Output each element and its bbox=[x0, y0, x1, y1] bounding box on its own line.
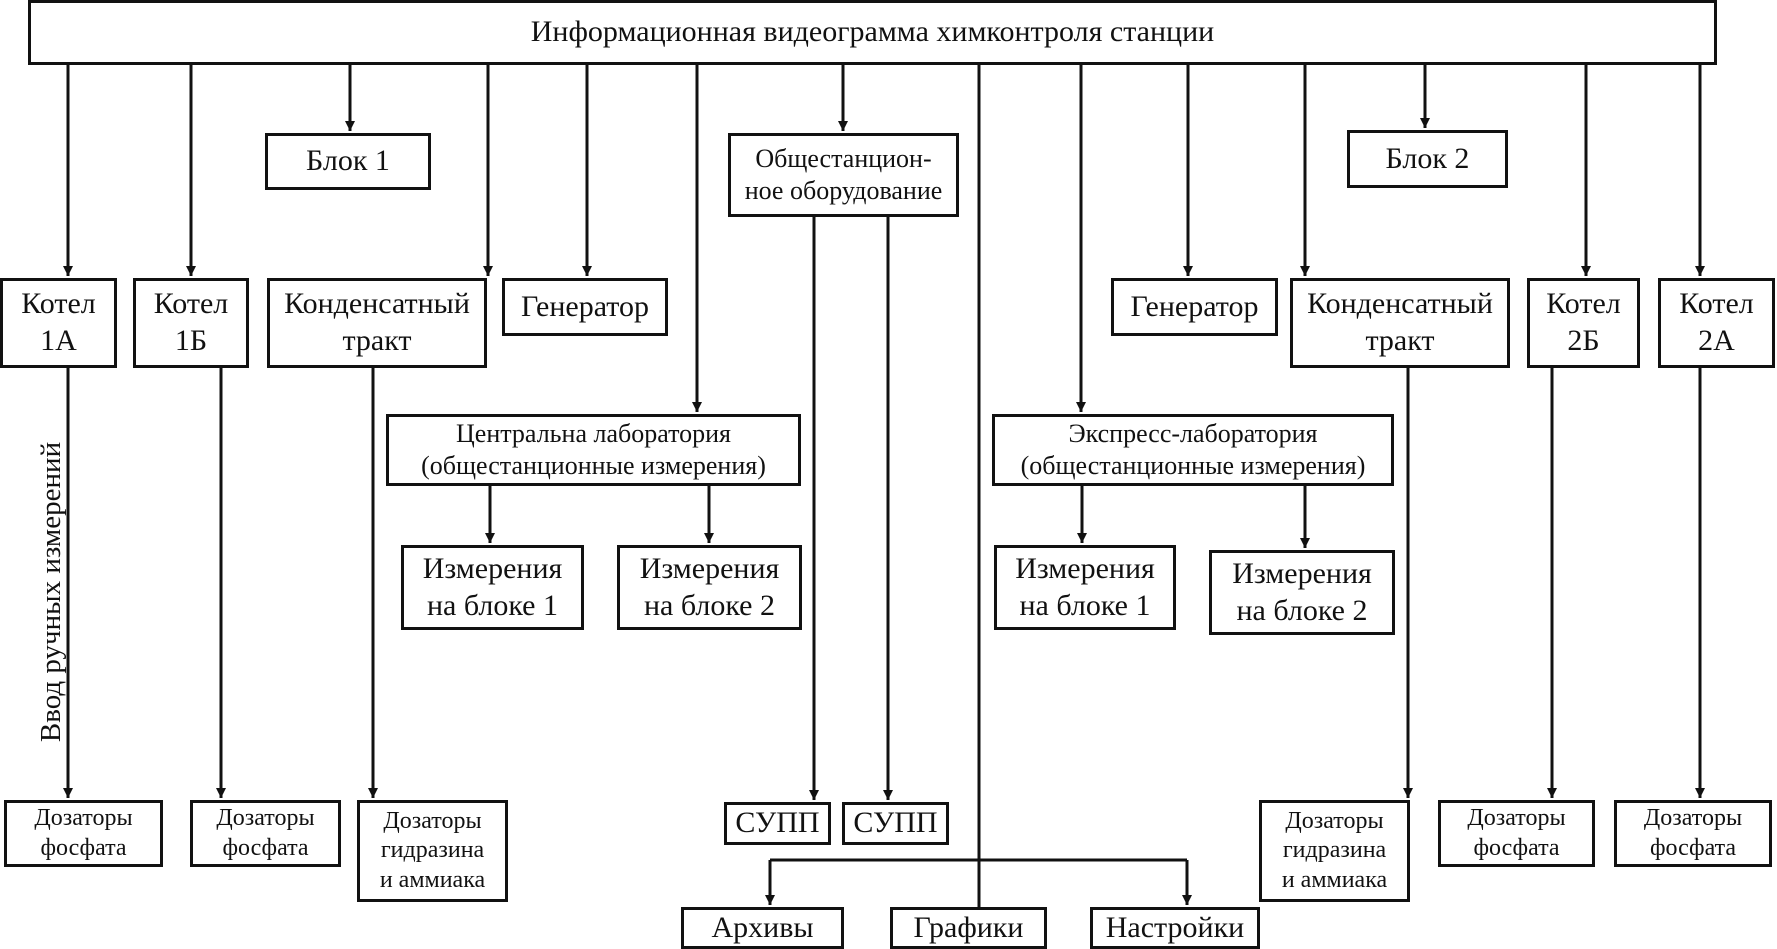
common-equipment-line2: ное оборудование bbox=[744, 176, 943, 205]
block-1-label: Блок 1 bbox=[306, 144, 390, 178]
boiler-1a-line1: Котел bbox=[21, 287, 96, 321]
hydrazine-left-line3: и аммиака bbox=[379, 866, 486, 893]
block-1-box: Блок 1 bbox=[265, 133, 431, 190]
common-equipment-line1: Общестанцион- bbox=[755, 144, 932, 174]
generator-right-label: Генератор bbox=[1130, 289, 1259, 323]
meas-right-block1-box: Измерения на блоке 1 bbox=[994, 545, 1176, 630]
meas-left-block2-box: Измерения на блоке 2 bbox=[617, 545, 802, 630]
phosphate-dosers-2a-box: Дозаторы фосфата bbox=[1614, 800, 1772, 867]
boiler-2b-line1: Котел bbox=[1546, 287, 1621, 321]
generator-right-box: Генератор bbox=[1111, 278, 1278, 336]
graphs-label: Графики bbox=[913, 910, 1024, 944]
condensate-tract-right-box: Конденсатный тракт bbox=[1290, 278, 1510, 368]
block-2-box: Блок 2 bbox=[1347, 130, 1508, 188]
boiler-1a-box: Котел 1А bbox=[0, 278, 117, 368]
title-box: Информационная видеограмма химконтроля с… bbox=[28, 0, 1717, 65]
phosphate-2b-line2: фосфата bbox=[1473, 834, 1560, 861]
phosphate-dosers-1a-box: Дозаторы фосфата bbox=[4, 800, 163, 867]
archives-label: Архивы bbox=[711, 910, 814, 944]
condensate-right-line1: Конденсатный bbox=[1307, 287, 1493, 321]
phosphate-1a-line1: Дозаторы bbox=[34, 805, 133, 832]
hydrazine-left-line2: гидразина bbox=[380, 837, 485, 864]
central-lab-box: Центральна лаборатория (общестанционные … bbox=[386, 414, 801, 486]
generator-left-label: Генератор bbox=[521, 289, 649, 323]
central-lab-line2: (общестанционные измерения) bbox=[421, 451, 766, 480]
meas-right-block1-line2: на блоке 1 bbox=[1019, 588, 1151, 622]
boiler-1b-line2: 1Б bbox=[174, 324, 208, 357]
boiler-1b-box: Котел 1Б bbox=[133, 278, 249, 368]
archives-box: Архивы bbox=[681, 907, 844, 949]
supp-1-label: СУПП bbox=[735, 806, 820, 840]
meas-right-block2-line2: на блоке 2 bbox=[1236, 593, 1368, 627]
manual-input-label: Ввод ручных измерений bbox=[35, 441, 67, 743]
express-lab-box: Экспресс-лаборатория (общестанционные из… bbox=[992, 414, 1394, 486]
hydrazine-right-line2: гидразина bbox=[1282, 837, 1387, 864]
meas-left-block2-line1: Измерения bbox=[639, 551, 780, 585]
phosphate-1b-line2: фосфата bbox=[222, 834, 309, 861]
boiler-2b-box: Котел 2Б bbox=[1527, 278, 1640, 368]
central-lab-line1: Центральна лаборатория bbox=[456, 419, 731, 449]
condensate-tract-left-box: Конденсатный тракт bbox=[267, 278, 487, 368]
condensate-left-line1: Конденсатный bbox=[284, 287, 470, 321]
phosphate-2a-line2: фосфата bbox=[1649, 834, 1737, 861]
hydrazine-dosers-right-box: Дозаторы гидразина и аммиака bbox=[1259, 800, 1410, 902]
phosphate-2a-line1: Дозаторы bbox=[1643, 805, 1743, 832]
meas-right-block2-box: Измерения на блоке 2 bbox=[1209, 550, 1395, 635]
hydrazine-right-line3: и аммиака bbox=[1281, 866, 1388, 893]
settings-box: Настройки bbox=[1090, 907, 1260, 949]
hydrazine-right-line1: Дозаторы bbox=[1285, 808, 1384, 835]
boiler-2a-line2: 2А bbox=[1698, 324, 1735, 357]
phosphate-1a-line2: фосфата bbox=[40, 834, 127, 861]
boiler-1a-line2: 1А bbox=[40, 324, 77, 357]
express-lab-line2: (общестанционные измерения) bbox=[1020, 451, 1366, 480]
phosphate-2b-line1: Дозаторы bbox=[1467, 805, 1566, 832]
title-text: Информационная видеограмма химконтроля с… bbox=[530, 15, 1215, 49]
supp-2-label: СУПП bbox=[853, 806, 938, 840]
meas-left-block1-box: Измерения на блоке 1 bbox=[401, 545, 584, 630]
meas-right-block1-line1: Измерения bbox=[1015, 551, 1155, 585]
phosphate-dosers-1b-box: Дозаторы фосфата bbox=[190, 800, 341, 867]
supp-2-box: СУПП bbox=[842, 802, 949, 845]
boiler-2b-line2: 2Б bbox=[1567, 324, 1600, 357]
common-equipment-box: Общестанцион- ное оборудование bbox=[728, 133, 959, 217]
block-2-label: Блок 2 bbox=[1385, 141, 1470, 175]
hydrazine-dosers-left-box: Дозаторы гидразина и аммиака bbox=[357, 800, 508, 902]
boiler-1b-line1: Котел bbox=[153, 287, 229, 321]
boiler-2a-line1: Котел bbox=[1679, 287, 1754, 321]
condensate-left-line2: тракт bbox=[342, 324, 412, 357]
phosphate-dosers-2b-box: Дозаторы фосфата bbox=[1438, 800, 1595, 867]
express-lab-line1: Экспресс-лаборатория bbox=[1068, 419, 1318, 449]
graphs-box: Графики bbox=[890, 907, 1047, 949]
meas-left-block1-line1: Измерения bbox=[422, 551, 563, 585]
supp-1-box: СУПП bbox=[724, 802, 831, 845]
meas-left-block1-line2: на блоке 1 bbox=[426, 588, 558, 622]
boiler-2a-box: Котел 2А bbox=[1658, 278, 1775, 368]
meas-right-block2-line1: Измерения bbox=[1232, 556, 1372, 590]
hydrazine-left-line1: Дозаторы bbox=[383, 808, 482, 835]
meas-left-block2-line2: на блоке 2 bbox=[643, 588, 775, 622]
settings-label: Настройки bbox=[1105, 910, 1245, 944]
phosphate-1b-line1: Дозаторы bbox=[216, 805, 315, 832]
condensate-right-line2: тракт bbox=[1365, 324, 1435, 357]
generator-left-box: Генератор bbox=[502, 278, 668, 336]
